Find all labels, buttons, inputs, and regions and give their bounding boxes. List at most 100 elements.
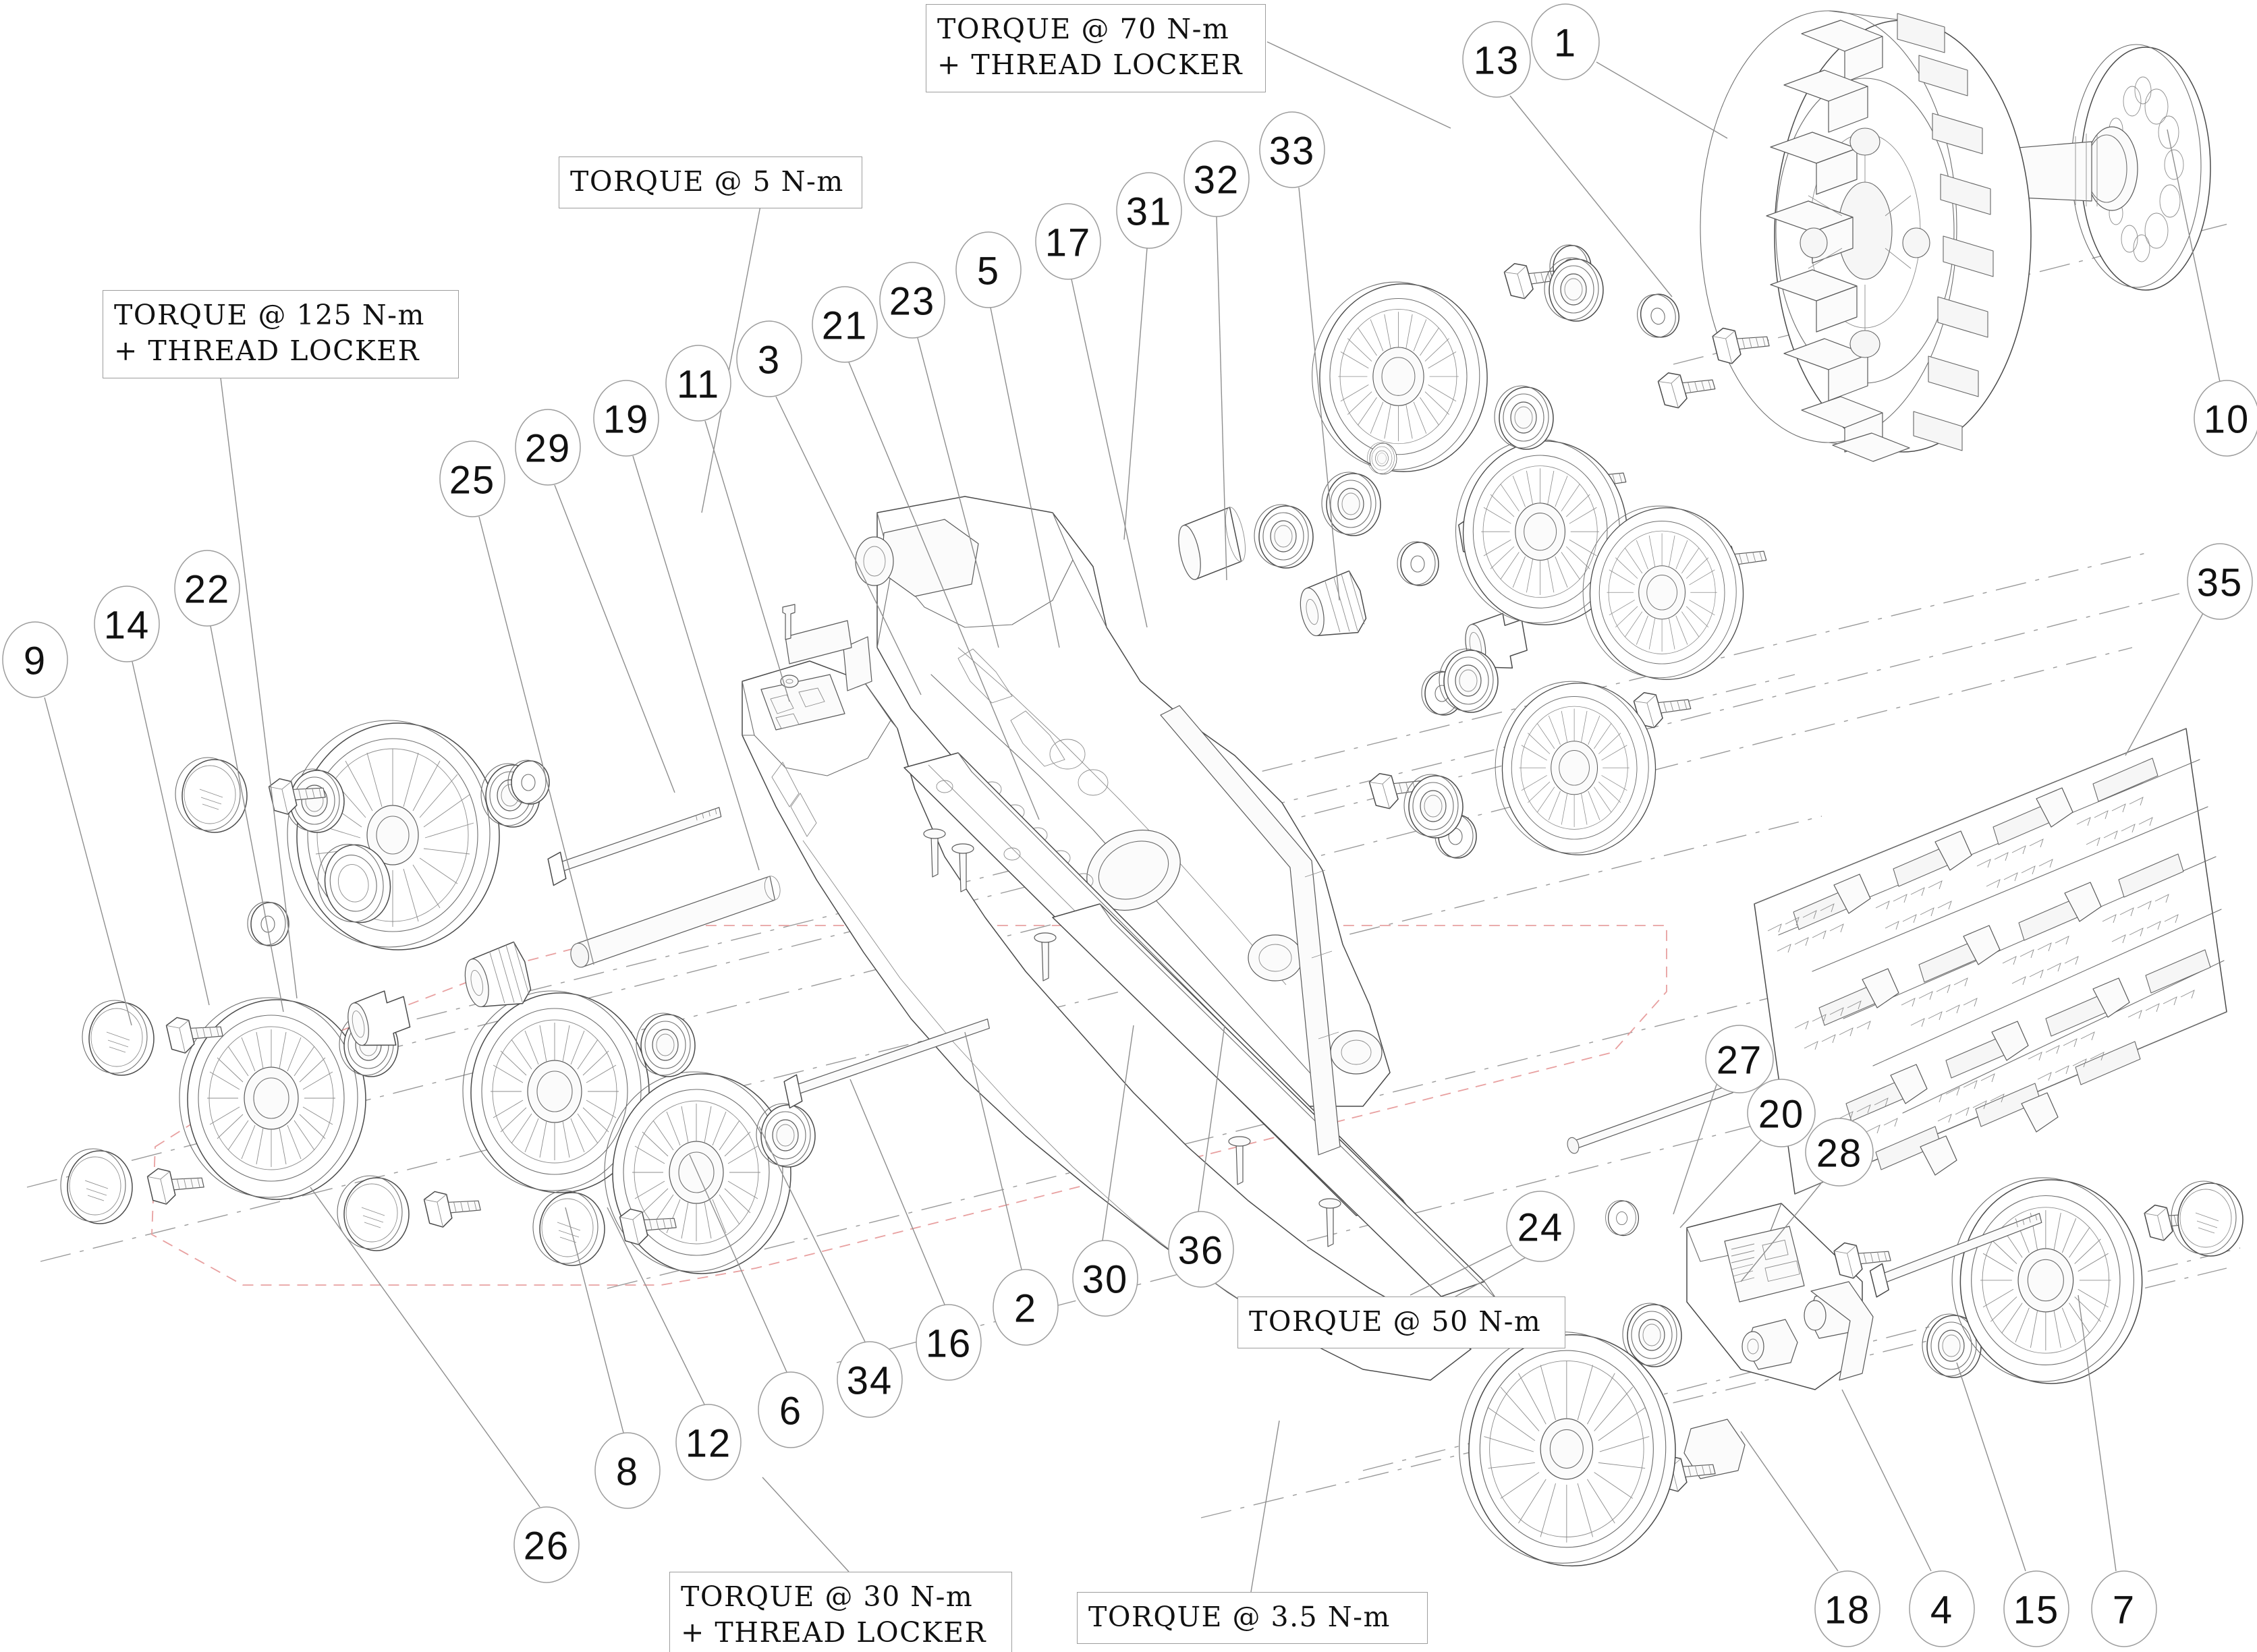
balloon-number-29: 29 — [525, 427, 572, 471]
axle-tube-l — [570, 876, 781, 968]
leader-line-33 — [1298, 187, 1340, 601]
callout-balloon-21[interactable]: 21 — [812, 286, 878, 363]
callout-balloon-29[interactable]: 29 — [515, 409, 581, 486]
torque-note-5: TORQUE @ 5 N-m — [559, 156, 862, 209]
leader-line-4 — [1841, 1389, 1932, 1572]
callout-balloon-32[interactable]: 32 — [1183, 140, 1250, 217]
balloon-number-24: 24 — [1517, 1206, 1564, 1250]
callout-balloon-34[interactable]: 34 — [837, 1341, 903, 1418]
balloon-number-33: 33 — [1269, 130, 1316, 173]
sprocket-nut — [1632, 289, 1684, 343]
bearing-m2 — [1321, 472, 1381, 536]
balloon-number-14: 14 — [104, 604, 150, 648]
callout-balloon-5[interactable]: 5 — [955, 231, 1022, 308]
balloon-number-25: 25 — [449, 459, 496, 503]
bearing-m1 — [1254, 504, 1314, 569]
washer-t1 — [1605, 1199, 1639, 1236]
callout-balloon-15[interactable]: 15 — [2003, 1570, 2069, 1647]
callout-balloon-8[interactable]: 8 — [594, 1432, 661, 1509]
balloon-outline-8 — [594, 1432, 661, 1509]
balloon-number-17: 17 — [1045, 221, 1092, 265]
leader-line-27 — [1673, 1082, 1718, 1215]
leader-line-8 — [565, 1207, 624, 1433]
balloon-outline-30 — [1072, 1240, 1138, 1317]
callout-balloon-23[interactable]: 23 — [879, 262, 945, 339]
callout-balloon-13[interactable]: 13 — [1462, 21, 1531, 98]
leader-line-18 — [1740, 1431, 1839, 1572]
callout-balloon-7[interactable]: 7 — [2091, 1570, 2157, 1647]
balloon-outline-3 — [736, 320, 802, 397]
callout-balloon-19[interactable]: 19 — [593, 380, 659, 457]
balloon-outline-24 — [1506, 1191, 1575, 1262]
balloon-outline-27 — [1705, 1025, 1774, 1093]
callout-balloon-17[interactable]: 17 — [1035, 203, 1101, 280]
leader-line-29 — [554, 484, 675, 793]
leader-line-15 — [1956, 1362, 2026, 1572]
balloon-number-36: 36 — [1178, 1229, 1225, 1273]
balloon-outline-14 — [94, 586, 160, 662]
balloon-number-7: 7 — [2113, 1589, 2136, 1632]
callout-balloon-30[interactable]: 30 — [1072, 1240, 1138, 1317]
balloon-outline-7 — [2091, 1570, 2157, 1647]
balloon-outline-20 — [1747, 1079, 1816, 1147]
callout-balloon-20[interactable]: 20 — [1747, 1079, 1816, 1147]
callout-balloon-25[interactable]: 25 — [439, 440, 505, 517]
nut-sleeve-l1 — [317, 843, 391, 923]
leader-line-32 — [1216, 216, 1227, 581]
cap-br1 — [2171, 1180, 2244, 1257]
balloon-number-22: 22 — [184, 568, 231, 612]
balloon-outline-2 — [993, 1269, 1059, 1346]
warning-decal — [760, 674, 845, 731]
screw-m1 — [782, 604, 796, 640]
callout-balloon-14[interactable]: 14 — [94, 586, 160, 662]
balloon-outline-31 — [1116, 172, 1182, 249]
callout-balloon-2[interactable]: 2 — [993, 1269, 1059, 1346]
leader-line-9 — [44, 697, 132, 1026]
callout-balloon-35[interactable]: 35 — [2187, 543, 2253, 620]
leader-line-28 — [1740, 1178, 1825, 1282]
leader-line-11 — [704, 420, 790, 702]
balloon-number-27: 27 — [1717, 1039, 1763, 1083]
balloon-outline-17 — [1035, 203, 1101, 280]
balloon-outline-19 — [593, 380, 659, 457]
leader-line-21 — [848, 362, 1040, 820]
long-bolt-lower-l — [783, 1019, 990, 1109]
balloon-number-13: 13 — [1474, 39, 1520, 83]
balloon-number-35: 35 — [2197, 561, 2244, 605]
balloon-outline-10 — [2194, 380, 2257, 457]
callout-balloon-16[interactable]: 16 — [916, 1304, 982, 1381]
callout-balloon-10[interactable]: 10 — [2194, 380, 2257, 457]
leader-line-3 — [775, 396, 922, 695]
callout-balloon-27[interactable]: 27 — [1705, 1025, 1774, 1093]
balloon-outline-4 — [1909, 1570, 1975, 1647]
balloon-number-15: 15 — [2013, 1589, 2060, 1632]
callout-balloon-4[interactable]: 4 — [1909, 1570, 1975, 1647]
callout-balloon-6[interactable]: 6 — [758, 1371, 824, 1448]
leader-line-17 — [1071, 279, 1148, 628]
balloon-number-20: 20 — [1758, 1093, 1805, 1137]
callout-balloon-3[interactable]: 3 — [736, 320, 802, 397]
callout-balloon-11[interactable]: 11 — [665, 345, 731, 422]
callout-balloon-22[interactable]: 22 — [174, 550, 240, 627]
callout-balloon-26[interactable]: 26 — [513, 1506, 580, 1583]
balloon-outline-26 — [513, 1506, 580, 1583]
callout-balloon-28[interactable]: 28 — [1805, 1118, 1874, 1187]
leader-line-16 — [849, 1079, 945, 1305]
callout-balloon-18[interactable]: 18 — [1814, 1570, 1880, 1647]
leader-line-22 — [210, 625, 284, 1013]
callout-balloon-1[interactable]: 1 — [1531, 3, 1600, 80]
callout-balloon-9[interactable]: 9 — [2, 621, 68, 698]
balloon-number-9: 9 — [24, 639, 47, 683]
callout-balloon-33[interactable]: 33 — [1259, 111, 1325, 188]
callout-balloon-12[interactable]: 12 — [675, 1404, 742, 1481]
callout-balloon-36[interactable]: 36 — [1168, 1211, 1234, 1288]
callout-balloon-24[interactable]: 24 — [1506, 1191, 1575, 1262]
callout-balloon-31[interactable]: 31 — [1116, 172, 1182, 249]
balloon-number-5: 5 — [977, 250, 1000, 293]
drive-sprocket-assembly — [1632, 10, 2211, 462]
leader-line-20 — [1679, 1139, 1762, 1228]
balloon-number-34: 34 — [847, 1359, 893, 1403]
leader-line-25 — [478, 516, 594, 965]
balloon-number-26: 26 — [524, 1525, 570, 1568]
